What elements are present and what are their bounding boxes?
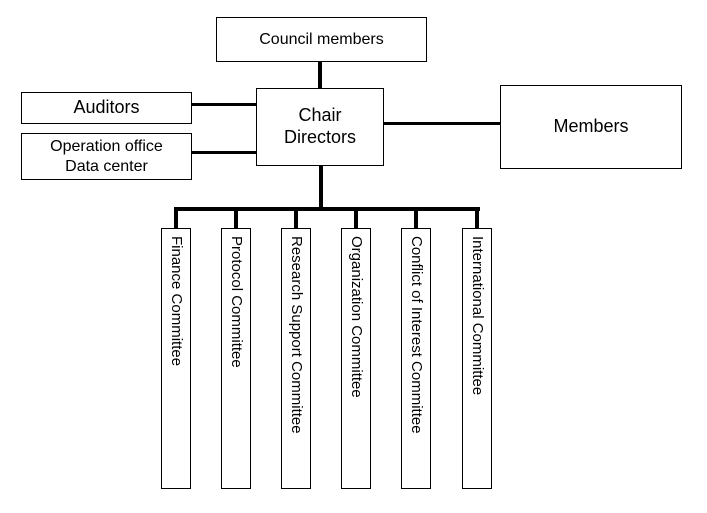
- connector-office-chair: [191, 151, 257, 154]
- international-committee-box: International Committee: [462, 228, 492, 489]
- connector-chair-members: [383, 122, 501, 125]
- protocol-committee-label: Protocol Committee: [228, 236, 245, 368]
- protocol-committee-box: Protocol Committee: [221, 228, 251, 489]
- conflict-of-interest-committee-label: Conflict of Interest Committee: [408, 236, 425, 434]
- operation-office-label: Operation office: [50, 138, 163, 156]
- organization-committee-label: Organization Committee: [348, 236, 365, 398]
- auditors-label: Auditors: [73, 97, 140, 118]
- research-support-committee-label: Research Support Committee: [288, 236, 305, 434]
- directors-label: Directors: [283, 127, 356, 147]
- members-box: Members: [500, 85, 682, 169]
- operation-office-box: Operation office Data center: [21, 133, 192, 180]
- finance-committee-box: Finance Committee: [161, 228, 191, 489]
- council-members-box: Council members: [216, 17, 427, 62]
- council-members-label: Council members: [259, 30, 384, 48]
- connector-auditors-chair: [191, 103, 257, 106]
- connector-drop-finance: [174, 209, 178, 229]
- finance-committee-label: Finance Committee: [168, 236, 185, 367]
- connector-drop-international: [475, 209, 479, 229]
- data-center-label: Data center: [65, 157, 148, 175]
- conflict-of-interest-committee-box: Conflict of Interest Committee: [401, 228, 431, 489]
- connector-drop-protocol: [234, 209, 238, 229]
- international-committee-label: International Committee: [469, 236, 486, 396]
- connector-committee-bus: [174, 207, 480, 211]
- research-support-committee-box: Research Support Committee: [281, 228, 311, 489]
- chair-directors-box: Chair Directors: [256, 88, 384, 166]
- auditors-box: Auditors: [21, 92, 192, 124]
- members-label: Members: [553, 116, 629, 137]
- connector-drop-research: [294, 209, 298, 229]
- connector-chair-committees: [319, 165, 323, 209]
- organization-committee-box: Organization Committee: [341, 228, 371, 489]
- connector-drop-organization: [354, 209, 358, 229]
- connector-council-chair: [318, 60, 322, 89]
- connector-drop-conflict: [414, 209, 418, 229]
- chair-label: Chair: [298, 105, 342, 126]
